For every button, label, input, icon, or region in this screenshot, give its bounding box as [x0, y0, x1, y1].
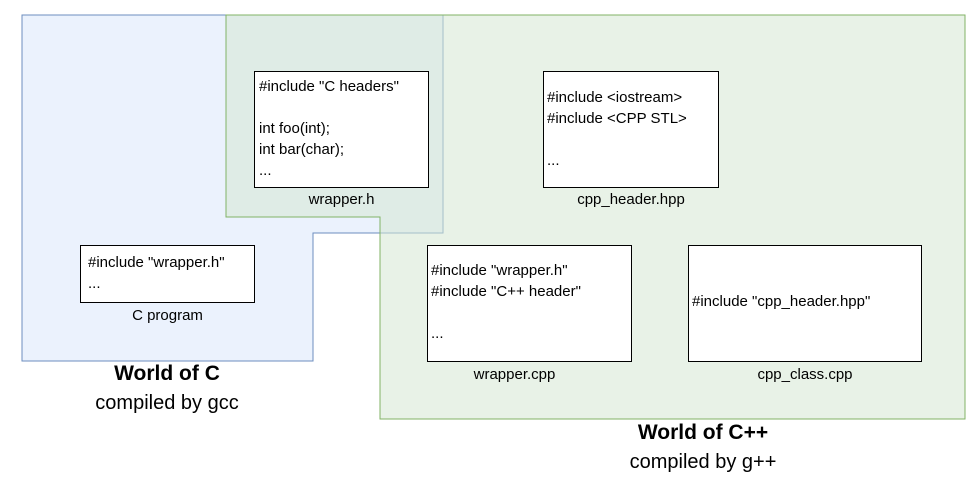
cpp-class-box: #include "cpp_header.hpp" — [688, 245, 922, 362]
code-line: #include "cpp_header.hpp" — [692, 293, 871, 310]
code-line: ... — [259, 162, 272, 179]
cpp-header-caption: cpp_header.hpp — [577, 191, 685, 208]
code-line: ... — [431, 325, 444, 342]
world-of-c-subtitle: compiled by gcc — [95, 392, 239, 414]
wrapper-h-caption: wrapper.h — [308, 191, 375, 208]
code-line — [259, 97, 424, 118]
code-line: #include <iostream> — [547, 89, 683, 106]
code-line — [547, 129, 715, 150]
code-line: #include "wrapper.h" — [88, 254, 225, 271]
cpp-header-box: #include <iostream> #include <CPP STL> .… — [543, 71, 719, 188]
c-program-box: #include "wrapper.h" ... — [80, 245, 255, 303]
world-of-c-title: World of C — [114, 362, 220, 385]
code-line: int foo(int); — [259, 120, 330, 137]
wrapper-cpp-box: #include "wrapper.h" #include "C++ heade… — [427, 245, 632, 362]
code-line: #include "wrapper.h" — [431, 262, 568, 279]
c-program-caption: C program — [132, 307, 203, 324]
code-line: ... — [88, 275, 101, 292]
code-line: ... — [547, 152, 560, 169]
code-line — [431, 302, 628, 323]
code-line: int bar(char); — [259, 141, 345, 158]
code-line: #include "C++ header" — [431, 283, 581, 300]
world-of-cpp-subtitle: compiled by g++ — [629, 451, 777, 473]
wrapper-h-box: #include "C headers" int foo(int); int b… — [254, 71, 429, 188]
wrapper-cpp-caption: wrapper.cpp — [473, 366, 556, 383]
code-line: #include <CPP STL> — [547, 110, 687, 127]
world-of-cpp-title: World of C++ — [637, 421, 769, 444]
cpp-class-caption: cpp_class.cpp — [757, 366, 853, 383]
code-line: #include "C headers" — [259, 78, 399, 95]
